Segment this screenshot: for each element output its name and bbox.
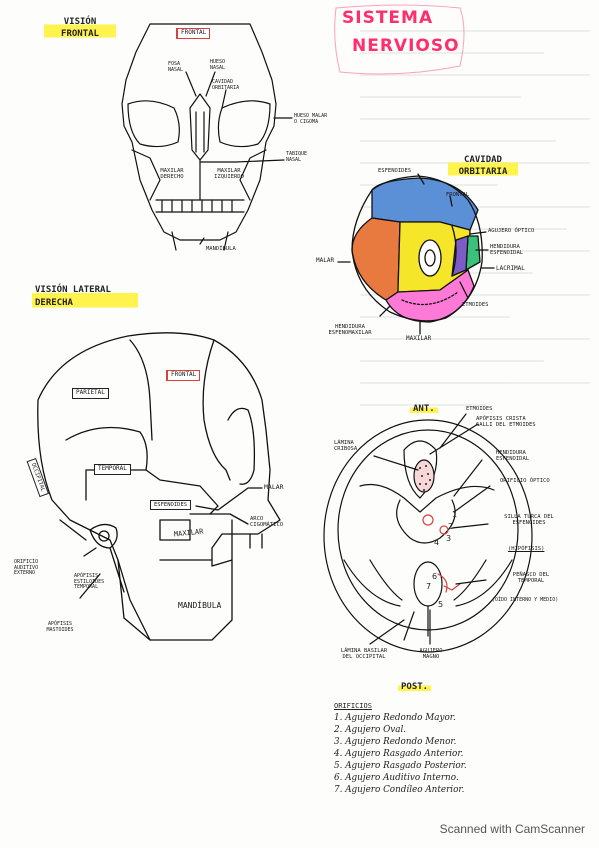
base-hendidura-esfenoidal-label: HENDIDURA ESFENOIDAL xyxy=(496,450,530,463)
lateral-mandibula-label: MANDÍBULA xyxy=(178,601,222,610)
base-hipofisis-label: (HIPÓFISIS) xyxy=(508,546,545,552)
orificios-heading: ORIFICIOS xyxy=(334,702,372,710)
base-lamina-basilar-label: LÁMINA BASILAR DEL OCCIPITAL xyxy=(340,648,388,661)
foramen-number-5: 5 xyxy=(438,600,444,609)
orbit-hendidura-esfenomaxilar-label: HENDIDURA ESFENOMAXILAR xyxy=(328,324,372,337)
maxilar-izquierdo-label: MAXILAR IZQUIERDO xyxy=(214,168,244,181)
mandibula-label: MANDÍBULA xyxy=(206,246,236,252)
lateral-view-heading: VISIÓN LATERAL DERECHA xyxy=(32,284,138,310)
orbit-frontal-label: FRONTAL xyxy=(446,192,470,198)
orbit-heading: CAVIDAD ORBITARIA xyxy=(448,154,518,178)
orbit-esfenoides-label: ESFENOIDES xyxy=(378,168,412,174)
orificio-item: 4. Agujero Rasgado Anterior. xyxy=(334,749,464,759)
base-lamina-cribosa-label: LÁMINA CRIBOSA xyxy=(334,440,358,453)
orbit-malar-label: MALAR xyxy=(316,257,335,264)
lateral-parietal-label: PARIETAL xyxy=(72,388,109,399)
foramen-number-4: 4 xyxy=(434,538,440,547)
lateral-skull-drawing xyxy=(37,332,281,641)
orificio-item: 6. Agujero Auditivo Interno. xyxy=(334,773,459,783)
base-ant-heading: ANT. xyxy=(410,404,438,414)
orificio-item: 5. Agujero Rasgado Posterior. xyxy=(334,761,467,771)
foramen-number-7: 7 xyxy=(426,582,432,591)
lateral-temporal-label: TEMPORAL xyxy=(94,464,131,475)
lateral-frontal-label: FRONTAL xyxy=(166,370,201,381)
orbit-etmoides-label: ETMOIDES xyxy=(462,302,489,308)
cavidad-orbitaria-label: CAVIDAD ORBITARIA xyxy=(212,79,240,91)
hueso-malar-label: HUESO MALAR O CIGOMA xyxy=(294,113,328,125)
orbit-drawing xyxy=(337,173,495,335)
tabique-nasal-label: TABIQUE NASAL xyxy=(286,151,308,163)
orificio-item: 1. Agujero Redondo Mayor. xyxy=(334,713,456,723)
camscanner-watermark: Scanned with CamScanner xyxy=(439,822,585,836)
frontal-view-heading: VISIÓN FRONTAL xyxy=(44,16,116,40)
orificio-item: 2. Agujero Oval. xyxy=(334,725,407,735)
base-oido-label: (OÍDO INTERNO Y MEDIO) xyxy=(492,597,559,603)
frontal-skull-drawing xyxy=(121,23,293,251)
fosa-nasal-label: FOSA NASAL xyxy=(168,61,184,73)
hueso-nasal-label: HUESO NASAL xyxy=(210,59,226,71)
main-title-line-2: NERVIOSO xyxy=(352,36,460,56)
foramen-number-6: 6 xyxy=(432,572,438,581)
base-penasco-label: PEÑASCO DEL TEMPORAL xyxy=(512,572,550,585)
orbit-agujero-optico-label: AGUJERO ÓPTICO xyxy=(488,228,535,234)
base-orificio-optico-label: ORIFICIO ÓPTICO xyxy=(500,478,550,484)
orbit-hendidura-esfenoidal-label: HENDIDURA ESFENOIDAL xyxy=(490,244,524,257)
orificios-list: ORIFICIOS 1. Agujero Redondo Mayor. 2. A… xyxy=(334,700,467,796)
orificio-item: 7. Agujero Condíleo Anterior. xyxy=(334,785,465,795)
lateral-orificio-auditivo-label: ORIFICIO AUDITIVO EXTERNO xyxy=(14,559,39,576)
base-crista-galli-label: APÓFISIS CRISTA GALLI DEL ETMOIDES xyxy=(476,416,536,429)
orbit-lacrimal-label: LACRIMAL xyxy=(496,265,525,272)
lateral-apofisis-mastoides-label: APÓFISIS MASTOIDES xyxy=(46,621,74,633)
lateral-arco-cigomatico-label: ARCO CIGOMÁTICO xyxy=(250,516,284,529)
lateral-apofisis-estiloides-label: APÓFISIS ESTILOIDES TEMPORAL xyxy=(74,573,105,590)
lateral-malar-label: MALAR xyxy=(264,483,284,491)
base-agujero-magno-label: AGUJERO MAGNO xyxy=(419,648,443,661)
frontal-label: FRONTAL xyxy=(176,28,211,39)
orificio-item: 3. Agujero Redondo Menor. xyxy=(334,737,457,747)
foramen-number-2: 2 xyxy=(448,522,454,531)
foramen-number-1: 1 xyxy=(452,510,458,519)
foramen-number-3: 3 xyxy=(446,534,452,543)
base-silla-turca-label: SILLA TURCA DEL ESFENOIDES xyxy=(504,514,554,527)
lateral-esfenoides-label: ESFENOIDES xyxy=(150,500,192,511)
maxilar-derecho-label: MAXILAR DERECHO xyxy=(160,168,184,181)
cranial-base-drawing xyxy=(323,413,533,653)
base-post-heading: POST. xyxy=(398,682,432,692)
orbit-maxilar-label: MAXILAR xyxy=(406,335,432,342)
main-title-line-1: SISTEMA xyxy=(342,8,434,28)
base-etmoides-label: ETMOIDES xyxy=(466,406,493,412)
